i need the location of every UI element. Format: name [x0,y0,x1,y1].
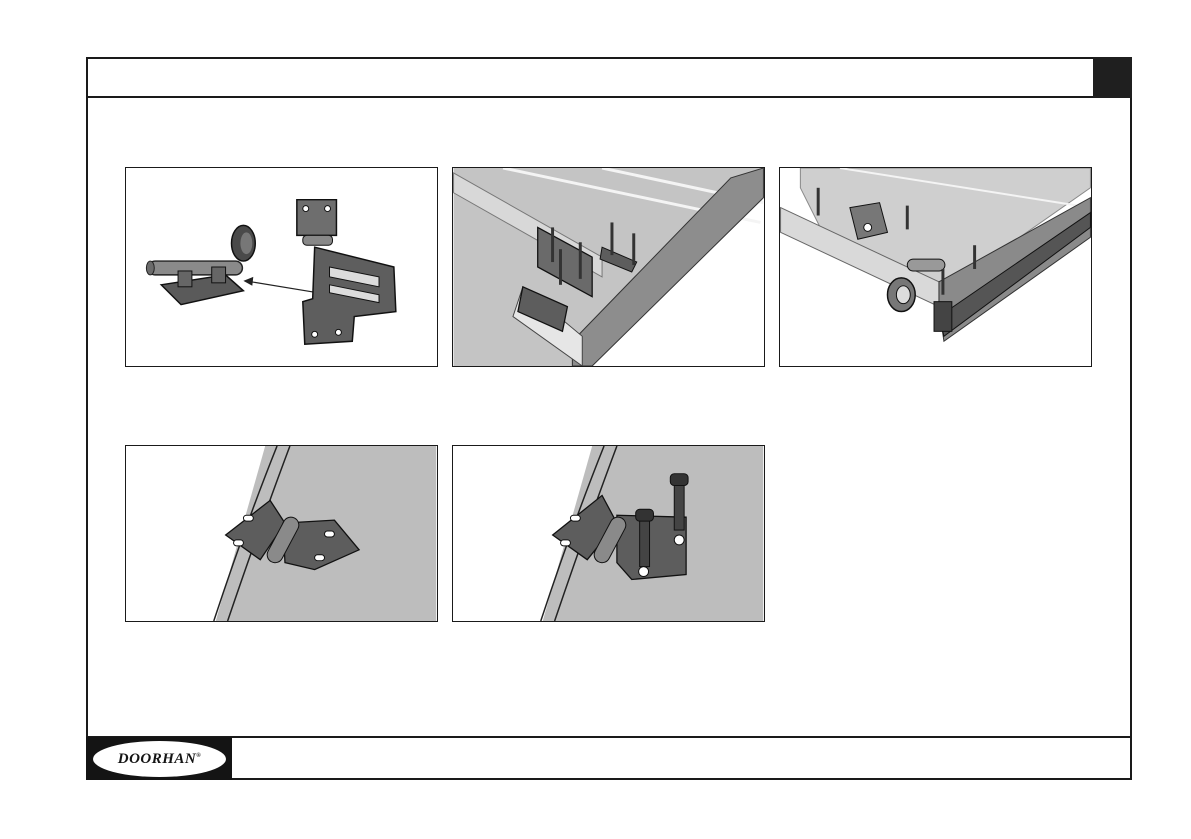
roller-bracket-illustration [125,167,438,367]
panel-corner-bolts-illustration [452,167,765,367]
logo-wordmark: DOORHAN® [118,751,202,768]
hinge-placement-illustration [125,445,438,622]
panel-bottom-roller-illustration [779,167,1092,367]
page-number-tab [1093,57,1132,98]
doorhan-logo: DOORHAN® [93,741,226,777]
hinge-bolting-illustration [452,445,765,622]
page-frame [86,57,1132,780]
footer-divider [86,736,1132,738]
header-divider [86,96,1132,98]
